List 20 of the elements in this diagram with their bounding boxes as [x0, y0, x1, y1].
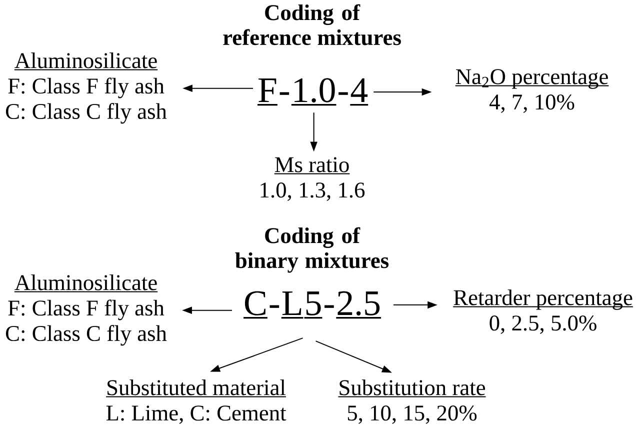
- code-segment: L: [281, 292, 304, 319]
- description-text: Retarder percentage 0, 2.5, 5.0%: [453, 289, 633, 334]
- code-segment: 4: [350, 78, 368, 106]
- description-text: Aluminosilicate F: Class F fly ash C: Class C fly ash: [6, 52, 167, 124]
- code-hyphen: -: [280, 92, 290, 95]
- description-text: Aluminosilicate F: Class F fly ash C: Class C fly ash: [6, 274, 167, 346]
- heading: Coding of binary mixtures: [235, 227, 389, 273]
- code-segment: 1.0: [291, 78, 336, 106]
- code-segment: 2.5: [336, 291, 381, 319]
- code-segment: 5: [304, 292, 322, 319]
- description-text: Substituted material L: Lime, C: Cement: [106, 379, 286, 424]
- code-segment: F: [258, 78, 278, 106]
- code-hyphen: -: [270, 305, 280, 308]
- code-hyphen: -: [338, 92, 348, 95]
- heading: Coding of reference mixtures: [223, 4, 401, 46]
- description-text: Na$_{2}$O percentage 4, 7, 10%: [455, 69, 609, 113]
- description-text: Substitution rate 5, 10, 15, 20%: [338, 379, 486, 424]
- code-hyphen: -: [324, 305, 334, 308]
- description-text: Ms ratio 1.0, 1.3, 1.6: [260, 157, 365, 201]
- code-segment: C: [244, 291, 268, 319]
